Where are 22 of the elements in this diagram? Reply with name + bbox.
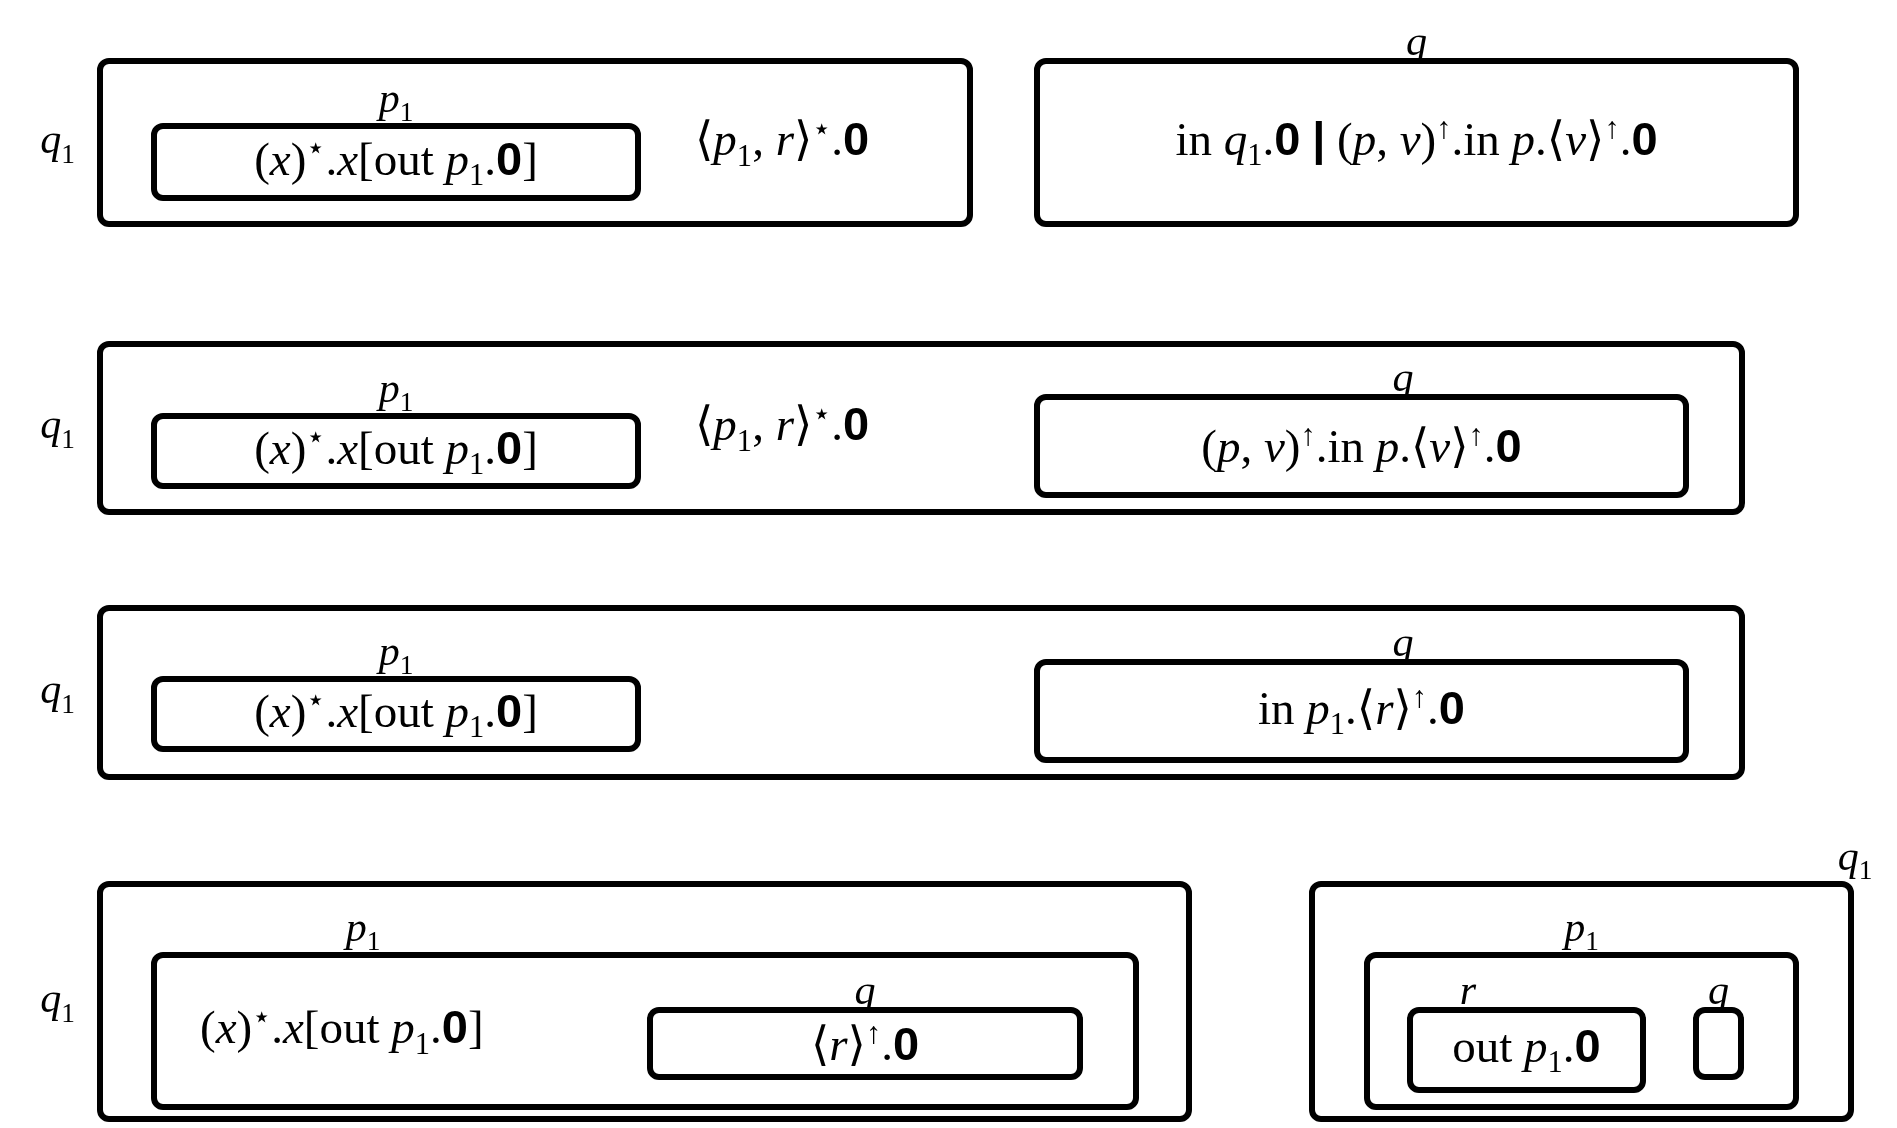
ambient-name: q$_{1}$ [40,117,75,168]
ambient-name: p$_{1}$ [378,367,414,417]
process-formula: (x)$^{⋆}$.x[out p$_{1}$.0] [254,420,538,482]
ambient-name: q$_{1}$ [40,667,75,718]
process-formula: (p, v)$^{↑}$.in p.⟨v⟩$^{↑}$.0 [1201,419,1522,473]
process-formula: (x)$^{⋆}$.x[out p$_{1}$.0] [254,683,538,745]
ambient-name: q$_{1}$ [40,976,75,1027]
process-formula: (x)$^{⋆}$.x[out p$_{1}$.0] [254,131,538,193]
ambient-name: r [1459,969,1477,1011]
process-formula: ⟨p$_{1}$, r⟩$^{⋆}$.0 [695,112,870,173]
ambient-name: q$_{1}$ [1837,835,1873,885]
process-formula: ⟨p$_{1}$, r⟩$^{⋆}$.0 [695,397,870,459]
ambient-name: p$_{1}$ [378,77,414,127]
process-formula: (x)$^{⋆}$.x[out p$_{1}$.0] [200,1000,484,1062]
process-formula: in p$_{1}$.⟨r⟩$^{↑}$.0 [1258,680,1465,742]
ambient-name: p$_{1}$ [378,630,414,680]
process-formula: in q$_{1}$.0 | (p, v)$^{↑}$.in p.⟨v⟩$^{↑}$.0 [1175,112,1658,173]
process-formula: ⟨r⟩$^{↑}$.0 [810,1016,920,1071]
ambient-name: p$_{1}$ [1564,906,1599,956]
ambient-name: p$_{1}$ [345,906,381,956]
ambient-name: q$_{1}$ [40,403,75,453]
process-formula: out p$_{1}$.0 [1452,1020,1601,1080]
